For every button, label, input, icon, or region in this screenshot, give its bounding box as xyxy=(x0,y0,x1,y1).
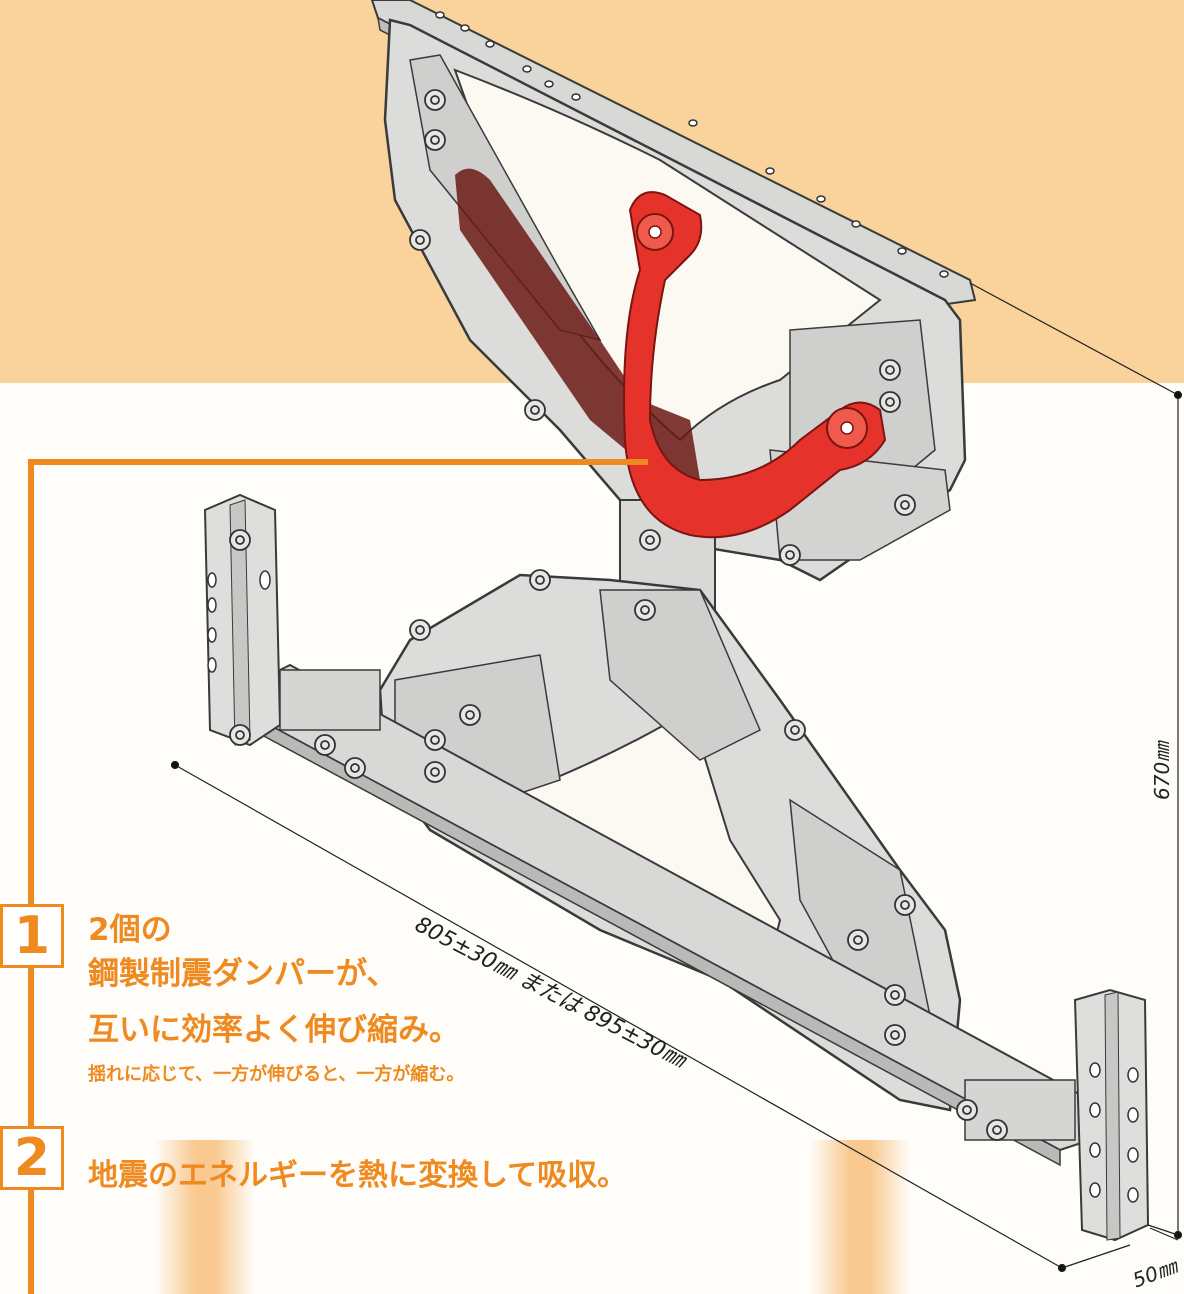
bolts xyxy=(229,89,1008,1141)
callout-line xyxy=(28,459,648,1294)
feature-2-number: 2 xyxy=(0,1126,64,1190)
feature-1-line-1: 2個の xyxy=(88,912,172,948)
feature-1-line-2: 鋼製制震ダンパーが、 xyxy=(88,956,398,992)
right-end-bracket xyxy=(964,988,1150,1242)
feature-2-line-1: 地震のエネルギーを熱に変換して吸収。 xyxy=(88,1158,628,1193)
height-dimension-label: 670㎜ xyxy=(1150,741,1174,800)
feature-1-note: 揺れに応じて、一方が伸びると、一方が縮む。 xyxy=(88,1064,465,1085)
dimension-lines xyxy=(170,282,1183,1273)
left-end-bracket xyxy=(203,493,381,747)
stud-glow-left xyxy=(155,1140,255,1294)
steel-damper xyxy=(623,191,887,539)
feature-1-number: 1 xyxy=(0,904,64,968)
feature-1-line-3: 互いに効率よく伸び縮み。 xyxy=(88,1012,460,1048)
stud-glow-right xyxy=(810,1140,910,1294)
